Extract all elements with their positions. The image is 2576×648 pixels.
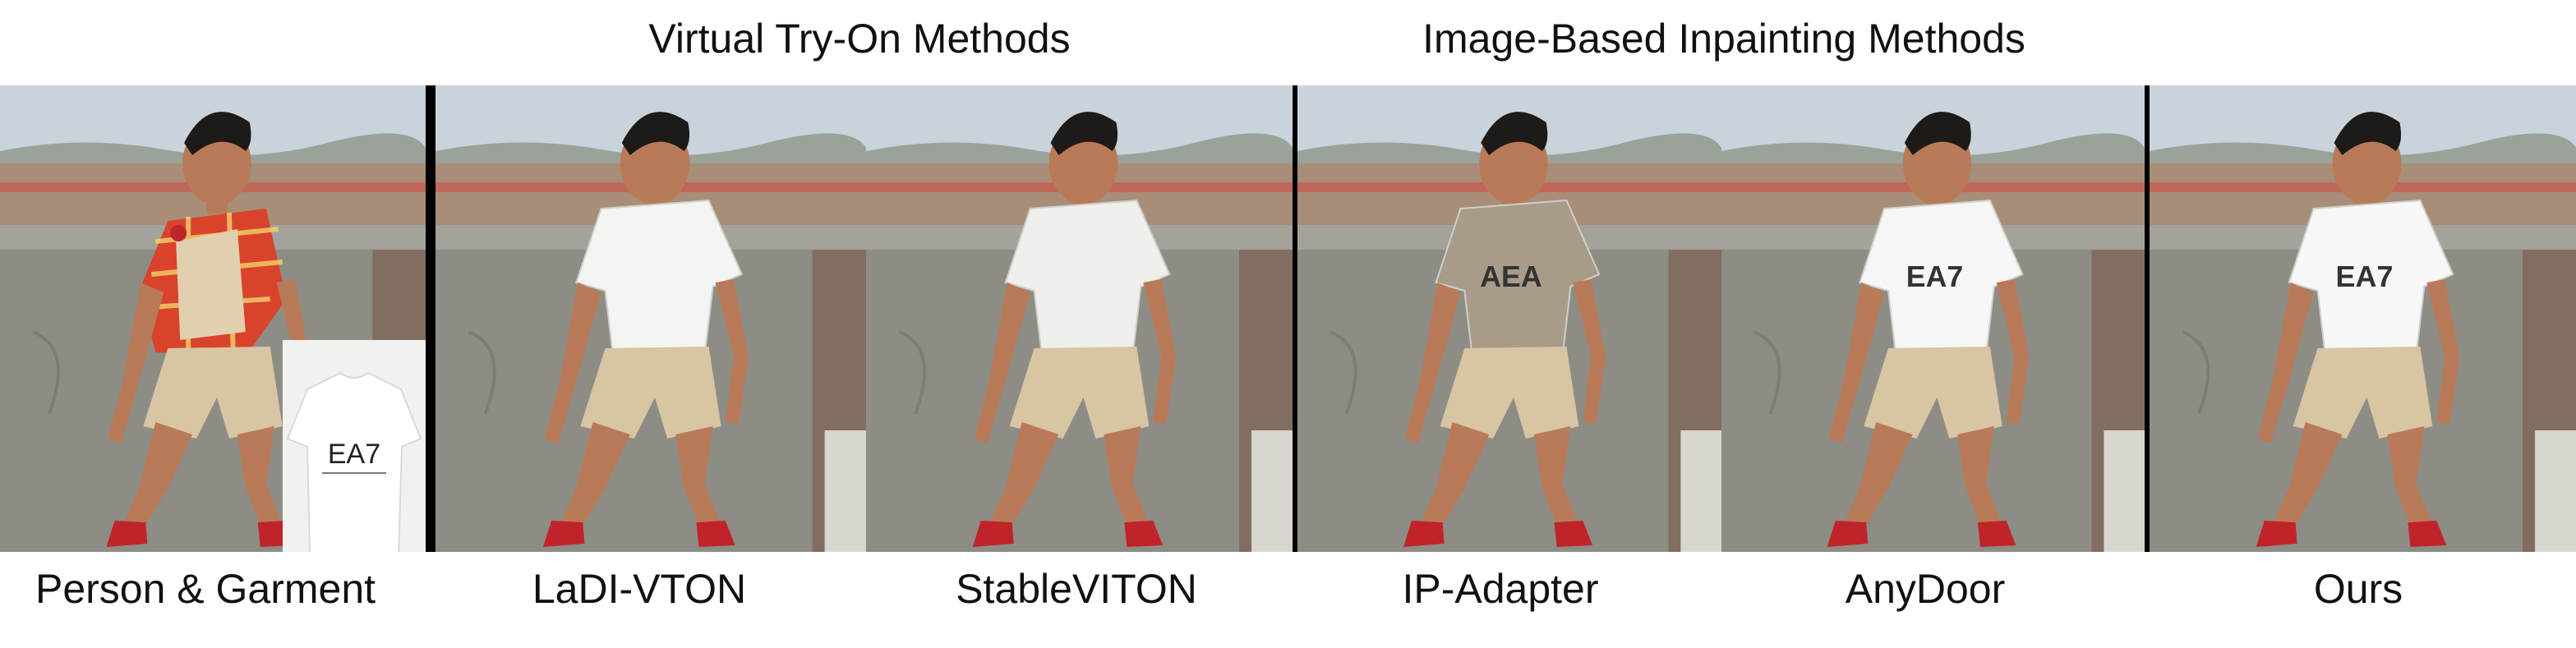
caption-ladi-vton: LaDI-VTON (532, 566, 747, 612)
group-title-inpainting: Image-Based Inpainting Methods (1422, 16, 2025, 62)
divider-3 (2145, 85, 2150, 552)
panel-person-garment: EA7 (0, 85, 426, 552)
panel-ours: EA7 (2150, 85, 2576, 552)
person-photo-anydoor: EA7 (1721, 85, 2145, 552)
caption-person-garment: Person & Garment (35, 566, 376, 612)
person-photo-ip-adapter: AEA (1297, 85, 1721, 552)
caption-anydoor: AnyDoor (1845, 566, 2006, 612)
svg-text:AEA: AEA (1480, 260, 1541, 293)
garment-inset: EA7 (283, 340, 426, 552)
svg-text:EA7: EA7 (328, 439, 380, 470)
divider-2 (1293, 85, 1297, 552)
group-title-virtual-try-on: Virtual Try-On Methods (648, 16, 1071, 62)
caption-ip-adapter: IP-Adapter (1402, 566, 1599, 612)
svg-text:EA7: EA7 (1906, 260, 1963, 293)
person-photo-ladi-vton (435, 85, 866, 552)
person-photo-ours: EA7 (2150, 85, 2576, 552)
person-photo-stableviton (866, 85, 1293, 552)
panel-anydoor: EA7 (1721, 85, 2145, 552)
caption-ours: Ours (2313, 566, 2403, 612)
divider-1 (426, 85, 435, 552)
panel-stableviton (866, 85, 1293, 552)
panel-ladi-vton (435, 85, 866, 552)
svg-text:EA7: EA7 (2336, 260, 2394, 293)
caption-stableviton: StableVITON (956, 566, 1197, 612)
panel-ip-adapter: AEA (1297, 85, 1721, 552)
